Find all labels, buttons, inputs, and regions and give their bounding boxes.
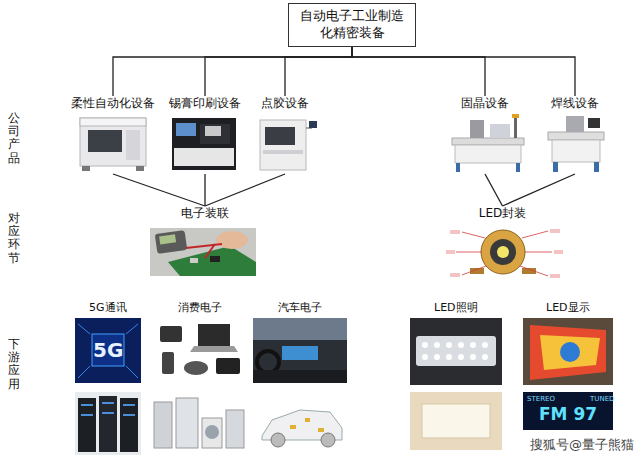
title-box: 自动电子工业制造化精密装备	[288, 3, 416, 47]
row-heading: 公司产品	[8, 112, 20, 165]
image-text: FM 97	[539, 404, 597, 424]
application-label: 汽车电子	[278, 301, 322, 314]
product-node: 固晶设备	[440, 96, 530, 174]
connector	[113, 174, 205, 206]
wire-bonding-machine	[548, 116, 604, 172]
product-node: 点胶设备	[250, 96, 320, 174]
car-interior-photo	[253, 318, 347, 383]
connector	[285, 47, 352, 96]
node-text: LED封装	[440, 206, 565, 221]
led-package-diagram	[445, 226, 565, 282]
application-label: 消费电子	[178, 301, 222, 314]
dispensing-machine	[260, 120, 317, 170]
connector	[485, 174, 503, 206]
image-text: TUNED	[590, 395, 614, 403]
led-billboard-photo	[523, 318, 613, 385]
row-heading: 下游应用	[8, 338, 20, 391]
image-text: 5G	[93, 338, 123, 362]
node-text: 焊线设备	[535, 96, 615, 111]
connector	[205, 47, 352, 96]
led-light-panel-photo	[410, 318, 502, 385]
connector	[205, 174, 285, 206]
connector	[113, 47, 352, 96]
product-node: 锡膏印刷设备	[158, 96, 252, 174]
server-racks-photo	[75, 392, 141, 455]
home-appliances-photo	[150, 392, 246, 455]
node-text: 电子装联	[145, 206, 265, 221]
car-wireframe-photo	[258, 392, 346, 455]
row-heading: 对应环节	[8, 212, 20, 265]
application-label: LED显示	[546, 301, 590, 314]
node-text: 固晶设备	[440, 96, 530, 111]
consumer-gadgets-photo	[152, 318, 246, 383]
connector	[503, 174, 576, 206]
application-label: LED照明	[434, 301, 478, 314]
node-text: 点胶设备	[250, 96, 320, 111]
connector	[204, 174, 205, 206]
node-text: 柔性自动化设备	[63, 96, 163, 111]
product-node: 焊线设备	[535, 96, 615, 174]
ceiling-light-photo	[410, 392, 502, 450]
electronics-assembly-photo	[150, 228, 256, 276]
product-node: 电子装联	[145, 206, 265, 280]
connector	[352, 47, 575, 96]
solder-paste-printer	[172, 118, 236, 170]
5g-chip-photo	[75, 318, 141, 383]
product-node: 柔性自动化设备	[63, 96, 163, 174]
image-text: STEREO	[527, 395, 555, 403]
node-text: 自动电子工业制造化精密装备	[295, 8, 409, 42]
application-label: 5G通讯	[89, 301, 127, 314]
connector	[352, 47, 485, 96]
node-text: 锡膏印刷设备	[158, 96, 252, 111]
flexible-automation-machine	[80, 118, 146, 171]
watermark: 搜狐号@量子熊猫	[530, 437, 634, 453]
product-node: LED封装	[440, 206, 565, 286]
die-bonding-machine	[452, 114, 524, 172]
